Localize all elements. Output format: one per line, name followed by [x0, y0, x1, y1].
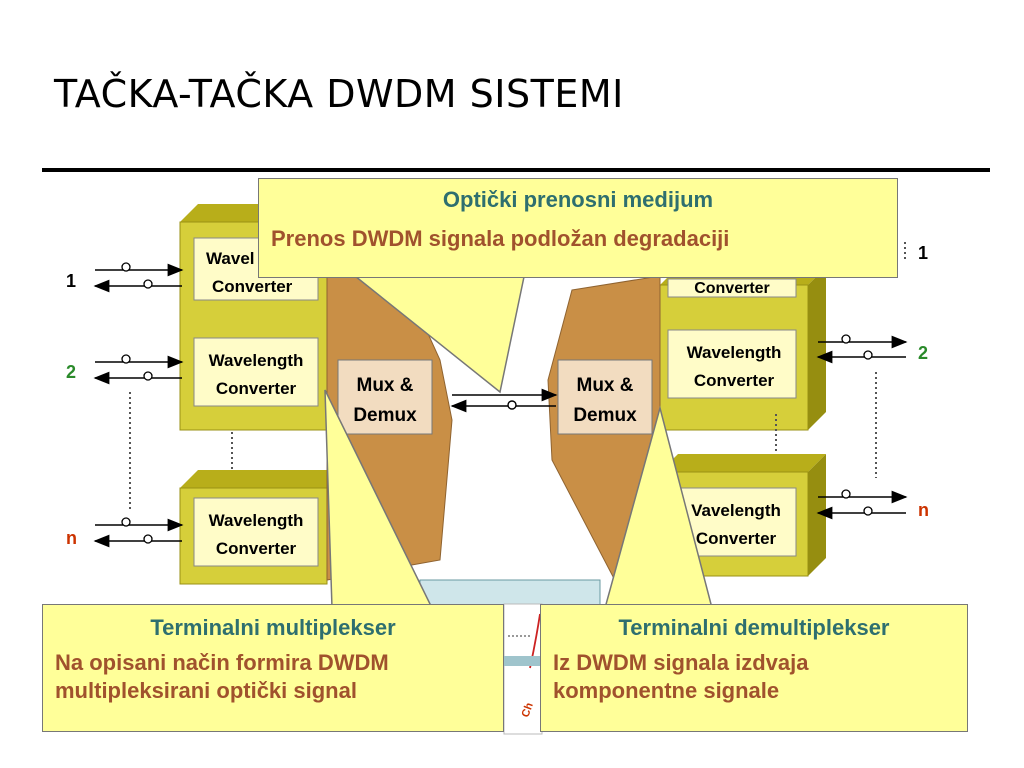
signal-dot	[143, 279, 153, 289]
converter-label: Converter	[216, 379, 297, 398]
callout-body-line: Na opisani način formira DWDM	[55, 650, 389, 675]
converter-label: Converter	[216, 539, 297, 558]
callout-terminal-demultiplexer: Terminalni demultiplekser Iz DWDM signal…	[540, 604, 968, 732]
callout-optical-medium: Optički prenosni medijum Prenos DWDM sig…	[258, 178, 898, 278]
right-cabinet-bottom-top	[660, 454, 826, 472]
channel-label-left-2: 2	[66, 362, 76, 382]
mux-label: Mux &	[357, 375, 414, 396]
mux-label: Demux	[573, 405, 637, 426]
signal-dot	[143, 371, 153, 381]
left-converter-2: Wavelength Converter	[193, 337, 319, 407]
callout-body: Na opisani način formira DWDM multipleks…	[55, 649, 503, 705]
spectrum-band	[504, 656, 540, 666]
right-channel-arrows: 1 2 n	[816, 242, 929, 520]
converter-box	[667, 278, 797, 298]
signal-dot	[863, 506, 873, 516]
callout-heading: Optički prenosni medijum	[442, 187, 714, 212]
converter-label: Wavelength	[209, 351, 304, 370]
converter-label: Vavelength	[691, 501, 781, 520]
converter-box	[193, 497, 319, 567]
signal-dot	[121, 354, 131, 364]
channel-label-left-n: n	[66, 528, 77, 548]
right-cabinet-side	[808, 267, 826, 430]
callout-body-line: Iz DWDM signala izdvaja	[553, 650, 809, 675]
signal-dot	[121, 262, 131, 272]
converter-label: Wavel	[206, 249, 255, 268]
dwdm-link	[450, 388, 558, 413]
left-mux-label-box	[337, 359, 433, 435]
channel-label-right-2: 2	[918, 343, 928, 363]
callout-body: Prenos DWDM signala podložan degradaciji	[271, 226, 730, 251]
right-cabinet-bottom-side	[808, 454, 826, 576]
spectrum-axis-label: Ch	[520, 701, 536, 719]
title-rule	[42, 168, 990, 172]
right-mux-label-box	[557, 359, 653, 435]
converter-label: Wavelength	[687, 343, 782, 362]
converter-label: Converter	[694, 280, 770, 297]
callout-body-line: multipleksirani optički signal	[55, 678, 357, 703]
left-converter-n: Wavelength Converter	[193, 497, 319, 567]
right-converter-2: Wavelength Converter	[667, 329, 797, 399]
spectrum-panel: Ch	[419, 579, 601, 735]
converter-box	[667, 329, 797, 399]
link-signal-dot	[507, 400, 517, 410]
converter-box	[193, 337, 319, 407]
callout-heading: Terminalni demultiplekser	[618, 615, 890, 640]
converter-label: Converter	[696, 529, 777, 548]
left-cabinet-bottom-top	[180, 470, 345, 488]
callout-terminal-multiplexer: Terminalni multiplekser Na opisani način…	[42, 604, 504, 732]
signal-dot	[863, 350, 873, 360]
callout-heading: Terminalni multiplekser	[150, 615, 396, 640]
mux-label: Demux	[353, 405, 417, 426]
signal-dot	[841, 334, 851, 344]
callout-body-line: komponentne signale	[553, 678, 780, 703]
spectrum-panel-body	[503, 603, 543, 735]
spectrum-panel-top	[419, 579, 601, 607]
channel-label-left-1: 1	[66, 271, 76, 291]
signal-dot	[841, 489, 851, 499]
converter-label: Wavelength	[209, 511, 304, 530]
signal-dot	[121, 517, 131, 527]
slide-title: TAČKA-TAČKA DWDM SISTEMI	[54, 72, 624, 116]
right-converter-1: Converter	[667, 278, 797, 298]
channel-label-right-n: n	[918, 500, 929, 520]
channel-label-right-1: 1	[918, 243, 928, 263]
mux-label: Mux &	[577, 375, 634, 396]
signal-dot	[143, 534, 153, 544]
callout-body: Iz DWDM signala izdvaja komponentne sign…	[553, 649, 967, 705]
converter-label: Converter	[694, 371, 775, 390]
left-channel-arrows: 1 2 n	[66, 262, 184, 548]
converter-label: Converter	[212, 277, 293, 296]
